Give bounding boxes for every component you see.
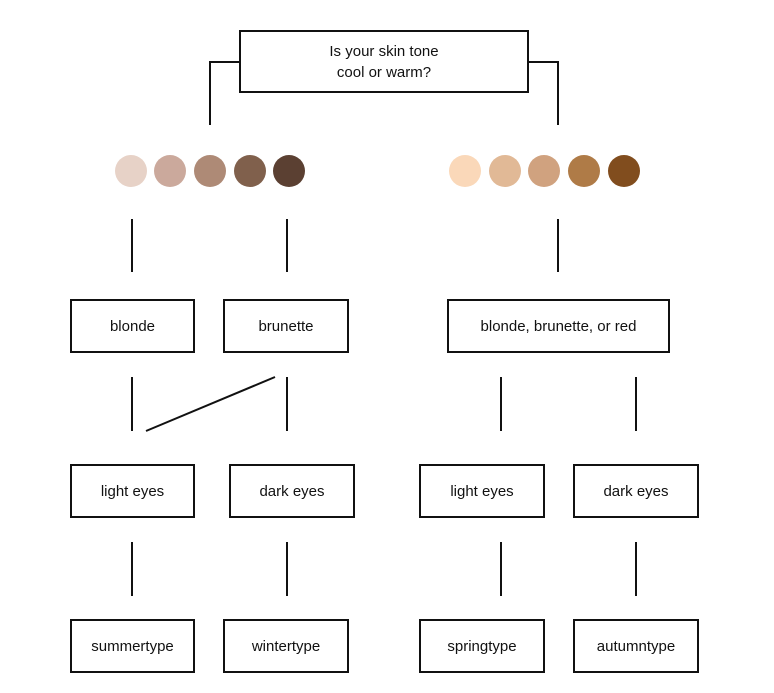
warm-hair-label: blonde, brunette, or red — [480, 317, 637, 335]
cool-dark-eyes-box: dark eyes — [229, 464, 355, 518]
warm-swatch-2 — [489, 155, 521, 187]
warm-dark-eyes-box: dark eyes — [573, 464, 699, 518]
warm-swatch-3 — [528, 155, 560, 187]
summertype-label: summertype — [91, 637, 174, 655]
cool-blonde-label: blonde — [109, 317, 156, 335]
cool-swatch-3 — [194, 155, 226, 187]
cool-light-eyes-label: light eyes — [100, 482, 165, 500]
autumntype-label: autumntype — [596, 637, 676, 655]
cool-blonde-box: blonde — [70, 299, 195, 353]
cool-brunette-label: brunette — [258, 317, 314, 335]
cool-swatch-4 — [234, 155, 266, 187]
autumntype-box: autumntype — [573, 619, 699, 673]
warm-light-eyes-box: light eyes — [419, 464, 545, 518]
connector-question-to-cool — [209, 61, 239, 125]
springtype-label: springtype — [447, 637, 517, 655]
warm-dark-eyes-label: dark eyes — [603, 482, 669, 500]
wintertype-box: wintertype — [223, 619, 349, 673]
warm-hair-box: blonde, brunette, or red — [447, 299, 670, 353]
connector-brunette-to-light-eyes — [145, 376, 276, 432]
cool-swatch-5 — [273, 155, 305, 187]
question-box: Is your skin tone cool or warm? — [239, 30, 529, 93]
question-line-2: cool or warm? — [336, 63, 432, 81]
warm-swatch-1 — [449, 155, 481, 187]
summertype-box: summertype — [70, 619, 195, 673]
warm-swatch-5 — [608, 155, 640, 187]
cool-light-eyes-box: light eyes — [70, 464, 195, 518]
question-line-1: Is your skin tone — [329, 42, 439, 60]
connector-question-to-warm — [529, 61, 559, 125]
cool-swatch-1 — [115, 155, 147, 187]
cool-brunette-box: brunette — [223, 299, 349, 353]
warm-light-eyes-label: light eyes — [450, 482, 514, 500]
springtype-box: springtype — [419, 619, 545, 673]
warm-swatch-4 — [568, 155, 600, 187]
wintertype-label: wintertype — [251, 637, 321, 655]
cool-swatch-2 — [154, 155, 186, 187]
cool-dark-eyes-label: dark eyes — [259, 482, 325, 500]
